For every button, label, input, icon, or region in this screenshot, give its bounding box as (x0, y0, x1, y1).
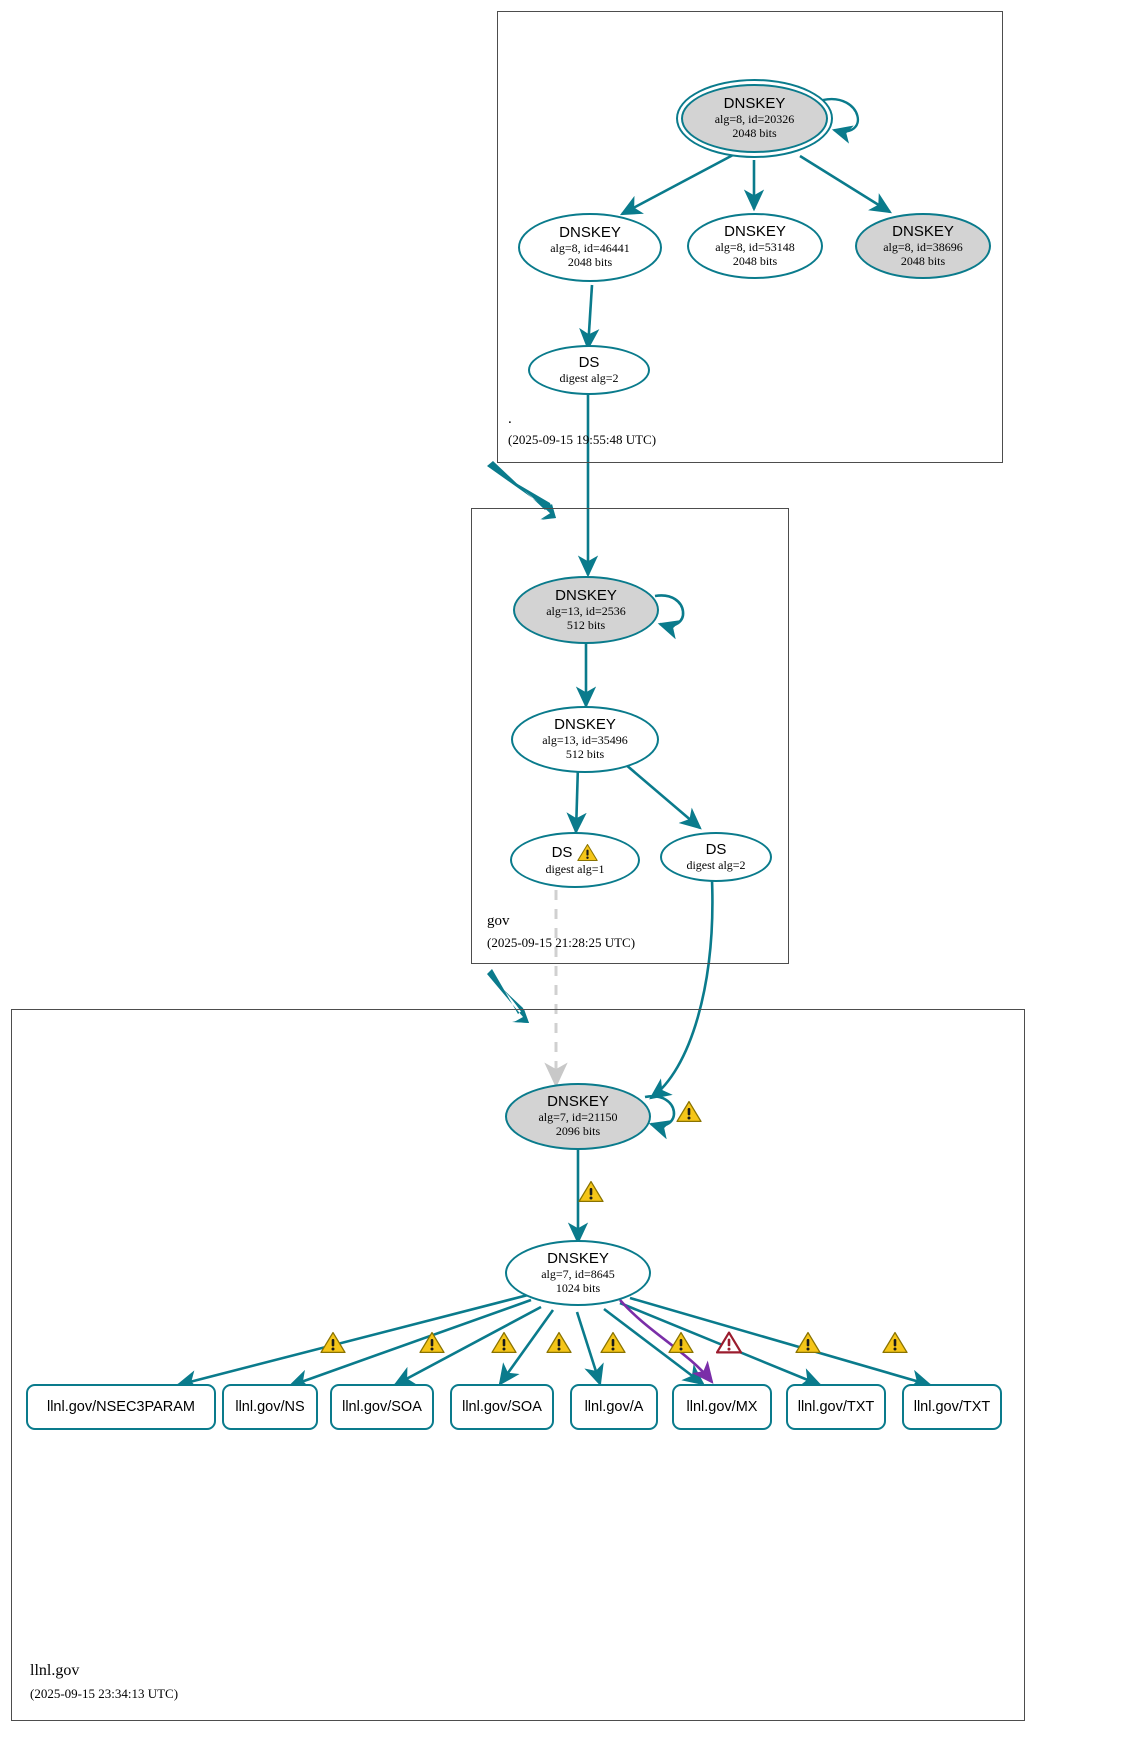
node-key-size: 512 bits (565, 747, 605, 762)
warning-icon-ns (320, 1331, 346, 1354)
warning-icon-soa-1 (419, 1331, 445, 1354)
warning-icon-a-2 (600, 1331, 626, 1354)
node-key-info: alg=8, id=46441 (550, 241, 630, 256)
node-digest-alg: digest alg=1 (545, 862, 605, 877)
node-root-zsk-46441[interactable]: DNSKEY alg=8, id=46441 2048 bits (518, 213, 662, 282)
node-root-ds[interactable]: DS digest alg=2 (528, 345, 650, 395)
node-key-info: alg=8, id=38696 (883, 239, 963, 254)
zone-label-root: . (508, 411, 512, 427)
zone-box-llnl (11, 1009, 1025, 1721)
node-key-size: 2048 bits (900, 253, 946, 268)
node-key-size: 1024 bits (555, 1280, 601, 1295)
warning-icon-mx (668, 1331, 694, 1354)
zone-label-llnl: llnl.gov (30, 1662, 80, 1679)
node-type-label: DNSKEY (547, 1093, 609, 1111)
record-node-nsec3param[interactable]: llnl.gov/NSEC3PARAM (26, 1384, 216, 1430)
node-root-ksk-20326[interactable]: DNSKEY alg=8, id=20326 2048 bits (681, 84, 828, 153)
node-gov-ds-digest2[interactable]: DS digest alg=2 (660, 832, 772, 882)
node-key-size: 2096 bits (555, 1124, 601, 1139)
record-node-a[interactable]: llnl.gov/A (570, 1384, 658, 1430)
node-key-info: alg=13, id=35496 (542, 733, 628, 748)
zone-timestamp-llnl: (2025-09-15 23:34:13 UTC) (30, 1686, 179, 1701)
node-key-size: 2048 bits (567, 255, 613, 270)
warning-icon-txt-1 (795, 1331, 821, 1354)
node-llnl-ksk-21150[interactable]: DNSKEY alg=7, id=21150 2096 bits (505, 1083, 651, 1150)
node-gov-ds-digest1[interactable]: DS digest alg=1 (510, 832, 640, 888)
warning-icon-llnl-ksk (676, 1100, 702, 1123)
node-type-label: DNSKEY (547, 1249, 609, 1267)
zone-box-gov (471, 508, 789, 964)
node-key-info: alg=13, id=2536 (546, 603, 626, 618)
node-llnl-zsk-8645[interactable]: DNSKEY alg=7, id=8645 1024 bits (505, 1240, 651, 1306)
zone-timestamp-gov: (2025-09-15 21:28:25 UTC) (487, 935, 636, 950)
node-key-info: alg=7, id=21150 (538, 1110, 618, 1125)
warning-icon (577, 844, 599, 862)
record-node-txt-1[interactable]: llnl.gov/TXT (786, 1384, 886, 1430)
node-gov-ksk-2536[interactable]: DNSKEY alg=13, id=2536 512 bits (513, 576, 659, 644)
node-key-size: 2048 bits (732, 126, 777, 141)
zone-timestamp-root: (2025-09-15 19:55:48 UTC) (508, 432, 657, 447)
node-key-info: alg=8, id=20326 (714, 112, 795, 127)
node-type-label: DNSKEY (724, 222, 786, 240)
node-root-zsk-38696[interactable]: DNSKEY alg=8, id=38696 2048 bits (855, 213, 991, 279)
node-type-label: DS (705, 841, 727, 859)
zone-label-gov: gov (487, 913, 510, 929)
warning-icon-a (546, 1331, 572, 1354)
node-key-info: alg=7, id=8645 (541, 1266, 615, 1281)
record-node-txt-2[interactable]: llnl.gov/TXT (902, 1384, 1002, 1430)
node-type-label: DNSKEY (555, 586, 617, 604)
record-node-mx[interactable]: llnl.gov/MX (672, 1384, 772, 1430)
warning-icon-llnl-keychain (578, 1180, 604, 1203)
record-node-ns[interactable]: llnl.gov/NS (222, 1384, 318, 1430)
node-gov-zsk-35496[interactable]: DNSKEY alg=13, id=35496 512 bits (511, 706, 659, 773)
node-type-label: DNSKEY (723, 95, 786, 113)
warning-icon-soa-2 (491, 1331, 517, 1354)
node-type-label: DNSKEY (554, 716, 616, 734)
node-type-label: DNSKEY (892, 222, 954, 240)
node-key-info: alg=8, id=53148 (715, 239, 795, 254)
record-node-soa-2[interactable]: llnl.gov/SOA (450, 1384, 554, 1430)
error-icon-mx (716, 1331, 742, 1354)
node-digest-alg: digest alg=2 (686, 857, 746, 872)
node-type-label: DS (578, 354, 600, 372)
node-root-zsk-53148[interactable]: DNSKEY alg=8, id=53148 2048 bits (687, 213, 823, 279)
node-type-label: DS (551, 844, 573, 862)
record-node-soa-1[interactable]: llnl.gov/SOA (330, 1384, 434, 1430)
node-key-size: 512 bits (566, 617, 606, 632)
node-key-size: 2048 bits (732, 253, 778, 268)
node-digest-alg: digest alg=2 (559, 370, 619, 385)
warning-icon-txt-2 (882, 1331, 908, 1354)
zone-box-root (497, 11, 1003, 463)
node-type-label: DNSKEY (559, 224, 621, 242)
